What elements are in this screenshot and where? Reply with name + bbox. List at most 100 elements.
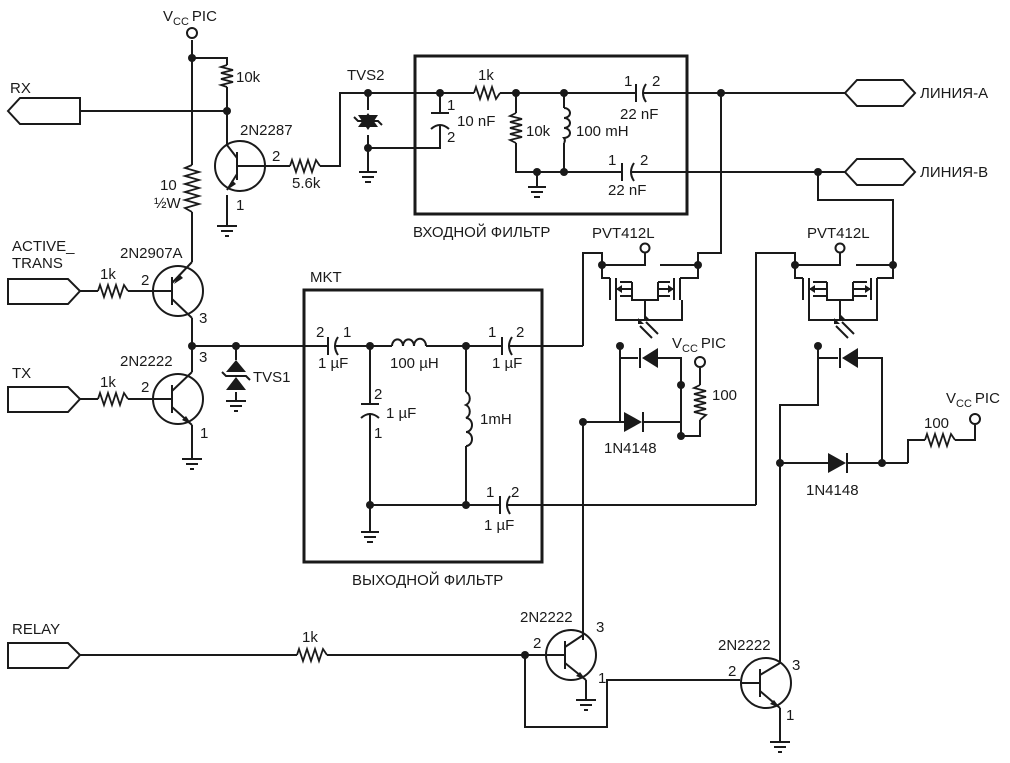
resistor-100-relay1: [691, 384, 708, 421]
q-2n2907a-label: 2N2907A: [120, 245, 183, 262]
output-filter-box: [302, 288, 544, 564]
q-2n2222-relay2-pin2: 2: [728, 663, 736, 680]
inductor-100uh: [391, 337, 427, 347]
c-1uf-shunt-pin1: 1: [374, 425, 382, 442]
led-relay1: [639, 348, 658, 368]
c-1uf-out-pin2: 2: [516, 324, 524, 341]
pvt412l-2-label: PVT412L: [807, 225, 870, 242]
transistor-2n2222-relay2: [740, 657, 792, 709]
l-100mh-label: 100 mH: [576, 123, 629, 140]
r-100-relay2-label: 100: [924, 415, 949, 432]
c-1uf-in-pin1: 1: [343, 324, 351, 341]
r-1k-active-label: 1k: [100, 266, 116, 283]
rx-label: RX: [10, 80, 31, 97]
transistor-2n2222-relay1: [543, 629, 597, 681]
r-10k-input-label: 10k: [526, 123, 551, 140]
d-1n4148-relay1-label: 1N4148: [604, 440, 657, 457]
tvs2-label: TVS2: [347, 67, 385, 84]
resistors: [97, 64, 956, 664]
c-1uf-bottom-pin1: 1: [486, 484, 494, 501]
rx-connector: [6, 97, 81, 125]
resistor-5-6k: [289, 157, 321, 175]
c-10nf-pin2: 2: [447, 129, 455, 146]
resistor-10k-pullup: [217, 64, 234, 88]
q-2n2222-tx-pin2: 2: [141, 379, 149, 396]
r-half-w-label: ½W: [154, 195, 182, 212]
q-2n2287-pin1: 1: [236, 197, 244, 214]
line-a-label: ЛИНИЯ-A: [920, 85, 988, 102]
relay-connector: [7, 642, 82, 669]
l-100uh-label: 100 µH: [390, 355, 439, 372]
inductors: [391, 107, 571, 447]
r-100-relay1-label: 100: [712, 387, 737, 404]
c-22nf-a-pin1: 1: [624, 73, 632, 90]
q-2n2222-relay2-label: 2N2222: [718, 637, 771, 654]
resistor-10-half-w: [181, 164, 203, 213]
pvt412l-terminal-1: [639, 242, 651, 254]
line-a-connector: [843, 79, 917, 107]
tx-label: TX: [12, 365, 31, 382]
vcc-terminal-relay1: [694, 356, 706, 368]
q-2n2222-relay1-label: 2N2222: [520, 609, 573, 626]
resistor-100-relay2: [924, 431, 956, 449]
c-1uf-out-pin1: 1: [488, 324, 496, 341]
c-22nf-b-pin1: 1: [608, 152, 616, 169]
relay-label: RELAY: [12, 621, 60, 638]
q-2n2222-relay2-pin3: 3: [792, 657, 800, 674]
q-2n2907a-pin2: 2: [141, 272, 149, 289]
capacitors: [327, 83, 647, 515]
r-10k-pullup-label: 10k: [236, 69, 261, 86]
pvt412l-relay1: [601, 252, 699, 339]
mkt-label: MKT: [310, 269, 342, 286]
q-2n2222-relay2-pin1: 1: [786, 707, 794, 724]
line-b-connector: [843, 158, 917, 186]
line-b-label: ЛИНИЯ-B: [920, 164, 988, 181]
c-10nf-label: 10 nF: [457, 113, 495, 130]
c-1uf-bottom-label: 1 µF: [484, 517, 514, 534]
active-trans-label-2: TRANS: [12, 255, 63, 272]
c-22nf-b-pin2: 2: [640, 152, 648, 169]
c-22nf-b-label: 22 nF: [608, 182, 646, 199]
transistor-2n2222-tx: [150, 371, 204, 426]
output-filter-label: ВЫХОДНОЙ ФИЛЬТР: [352, 571, 503, 589]
junction-dots: [188, 54, 897, 659]
q-2n2287-label: 2N2287: [240, 122, 293, 139]
ground-symbols: [182, 171, 790, 753]
vcc-terminal-main: [186, 27, 198, 39]
input-filter-label: ВХОДНОЙ ФИЛЬТР: [413, 223, 550, 241]
d-1n4148-relay2-label: 1N4148: [806, 482, 859, 499]
diode-1n4148-relay2: [828, 453, 848, 473]
pvt412l-relay2: [794, 252, 894, 339]
l-1mh-label: 1mH: [480, 411, 512, 428]
input-filter-box: [413, 54, 689, 216]
c-10nf-pin1: 1: [447, 97, 455, 114]
pvt412l-terminal-2: [834, 242, 846, 254]
r-1k-input-label: 1k: [478, 67, 494, 84]
q-2n2287-pin2: 2: [272, 148, 280, 165]
transistor-2n2907a: [150, 261, 204, 319]
r-1k-relay-label: 1k: [302, 629, 318, 646]
q-2n2222-relay1-pin1: 1: [598, 670, 606, 687]
resistor-1k-active: [97, 282, 129, 300]
resistor-10k-input: [507, 112, 523, 144]
c-1uf-bottom-pin2: 2: [511, 484, 519, 501]
led-relay2: [839, 348, 858, 368]
r-1k-tx-label: 1k: [100, 374, 116, 391]
resistor-1k-tx: [97, 390, 129, 408]
q-2n2222-tx-label: 2N2222: [120, 353, 173, 370]
c-22nf-a-pin2: 2: [652, 73, 660, 90]
resistor-1k-relay: [296, 646, 328, 664]
q-2n2222-relay1-pin3: 3: [596, 619, 604, 636]
resistor-1k-input: [473, 84, 501, 102]
q-2n2222-tx-pin3: 3: [199, 349, 207, 366]
tvs2-diode: [353, 113, 383, 130]
wires: [80, 40, 976, 742]
c-1uf-shunt-label: 1 µF: [386, 405, 416, 422]
q-2n2222-tx-pin1: 1: [200, 425, 208, 442]
c-1uf-out-label: 1 µF: [492, 355, 522, 372]
c-22nf-a-label: 22 nF: [620, 106, 658, 123]
pvt412l-1-label: PVT412L: [592, 225, 655, 242]
